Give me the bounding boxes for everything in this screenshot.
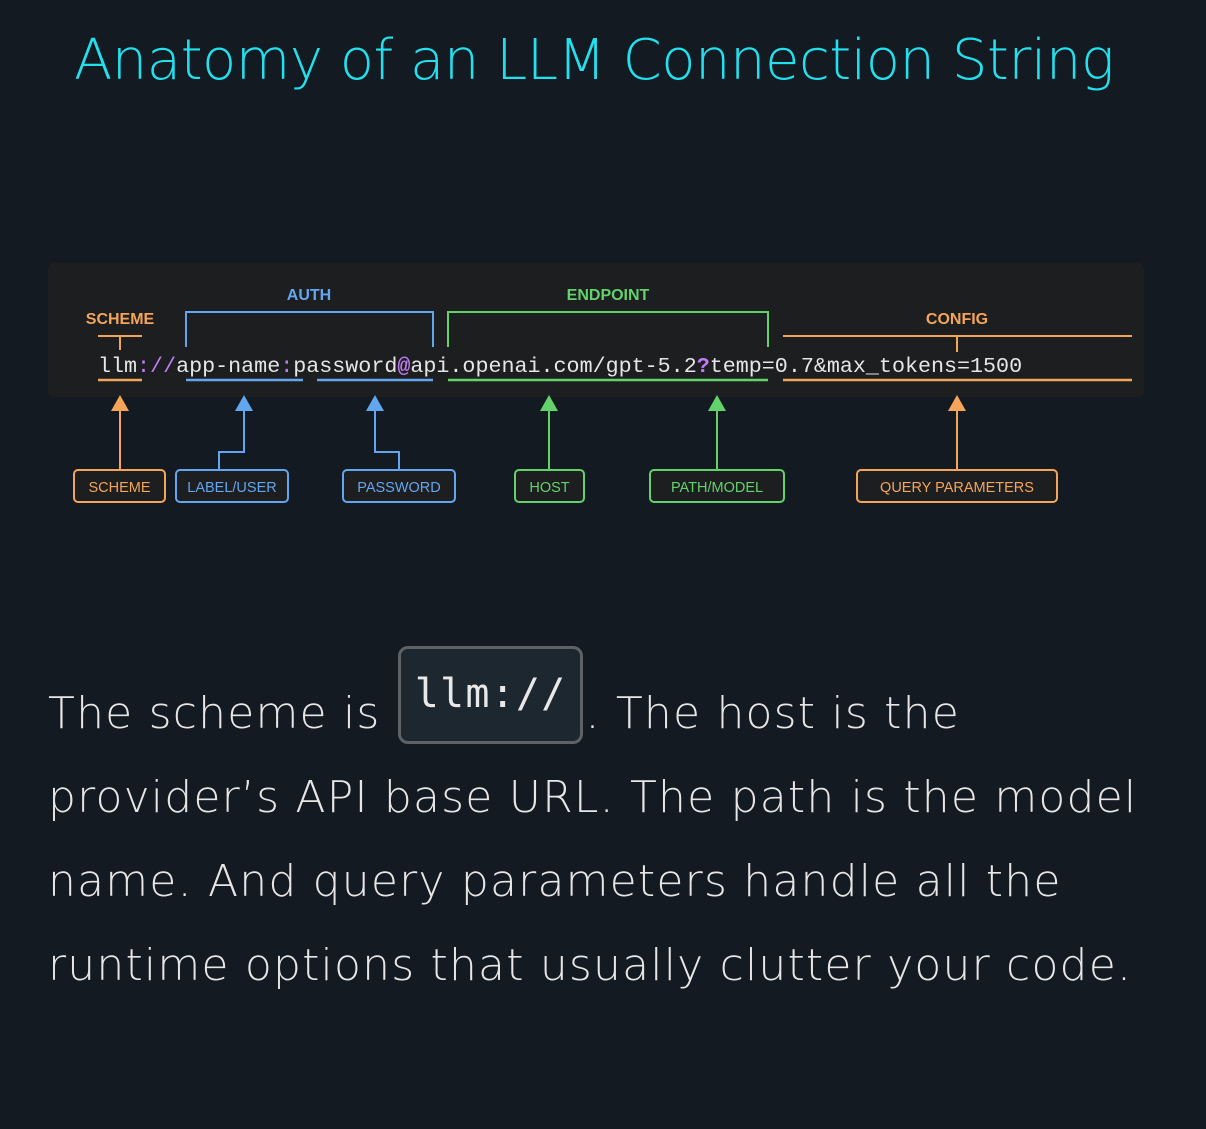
arrow-host: [540, 395, 558, 470]
url-scheme-separator: ://: [137, 354, 176, 379]
endpoint-bracket: [447, 311, 769, 347]
auth-bracket: [185, 311, 434, 347]
callout-path: PATH/MODEL: [649, 469, 785, 503]
group-label-config: CONFIG: [926, 311, 988, 328]
url-user: app-name: [176, 354, 280, 379]
explanation-paragraph: The scheme is llm://. The host is the pr…: [48, 646, 1158, 1008]
arrow-query: [948, 395, 966, 470]
arrow-path: [708, 395, 726, 470]
arrow-password: [366, 395, 400, 470]
paragraph-intro: The scheme is: [48, 688, 396, 739]
callout-host-label: HOST: [529, 480, 569, 496]
url-path: /gpt-5.2: [593, 354, 697, 379]
connection-string: llm://app-name:password@api.openai.com/g…: [98, 354, 1022, 379]
connection-string-diagram: SCHEME AUTH ENDPOINT CONFIG llm://app-na…: [73, 287, 1132, 503]
url-scheme: llm: [98, 354, 137, 379]
callout-password: PASSWORD: [342, 469, 456, 503]
callout-scheme: SCHEME: [73, 469, 166, 503]
callout-query: QUERY PARAMETERS: [856, 469, 1058, 503]
group-label-auth: AUTH: [287, 287, 331, 304]
url-password: password: [293, 354, 397, 379]
callout-query-label: QUERY PARAMETERS: [880, 480, 1034, 496]
arrow-scheme: [111, 395, 129, 470]
config-bracket: [783, 335, 1132, 352]
url-host: api.openai.com: [410, 354, 592, 379]
url-query: temp=0.7&max_tokens=1500: [710, 354, 1022, 379]
group-label-endpoint: ENDPOINT: [567, 287, 650, 304]
connection-string-panel: [48, 263, 1144, 397]
callout-password-label: PASSWORD: [357, 480, 441, 496]
callout-path-label: PATH/MODEL: [671, 480, 763, 496]
url-at: @: [397, 354, 410, 379]
callout-user-label: LABEL/USER: [187, 480, 276, 496]
callout-scheme-label: SCHEME: [88, 480, 150, 496]
url-colon: :: [280, 354, 293, 379]
group-label-scheme: SCHEME: [86, 311, 155, 328]
scheme-bracket: [98, 335, 142, 350]
url-question-mark: ?: [697, 354, 710, 379]
arrow-user: [218, 395, 253, 470]
page-title: Anatomy of an LLM Connection String: [73, 28, 1115, 93]
callout-host: HOST: [514, 469, 585, 503]
callout-user: LABEL/USER: [175, 469, 289, 503]
paragraph-rest: . The host is the provider’s API base UR…: [48, 688, 1138, 991]
inline-code-scheme: llm://: [397, 646, 584, 744]
